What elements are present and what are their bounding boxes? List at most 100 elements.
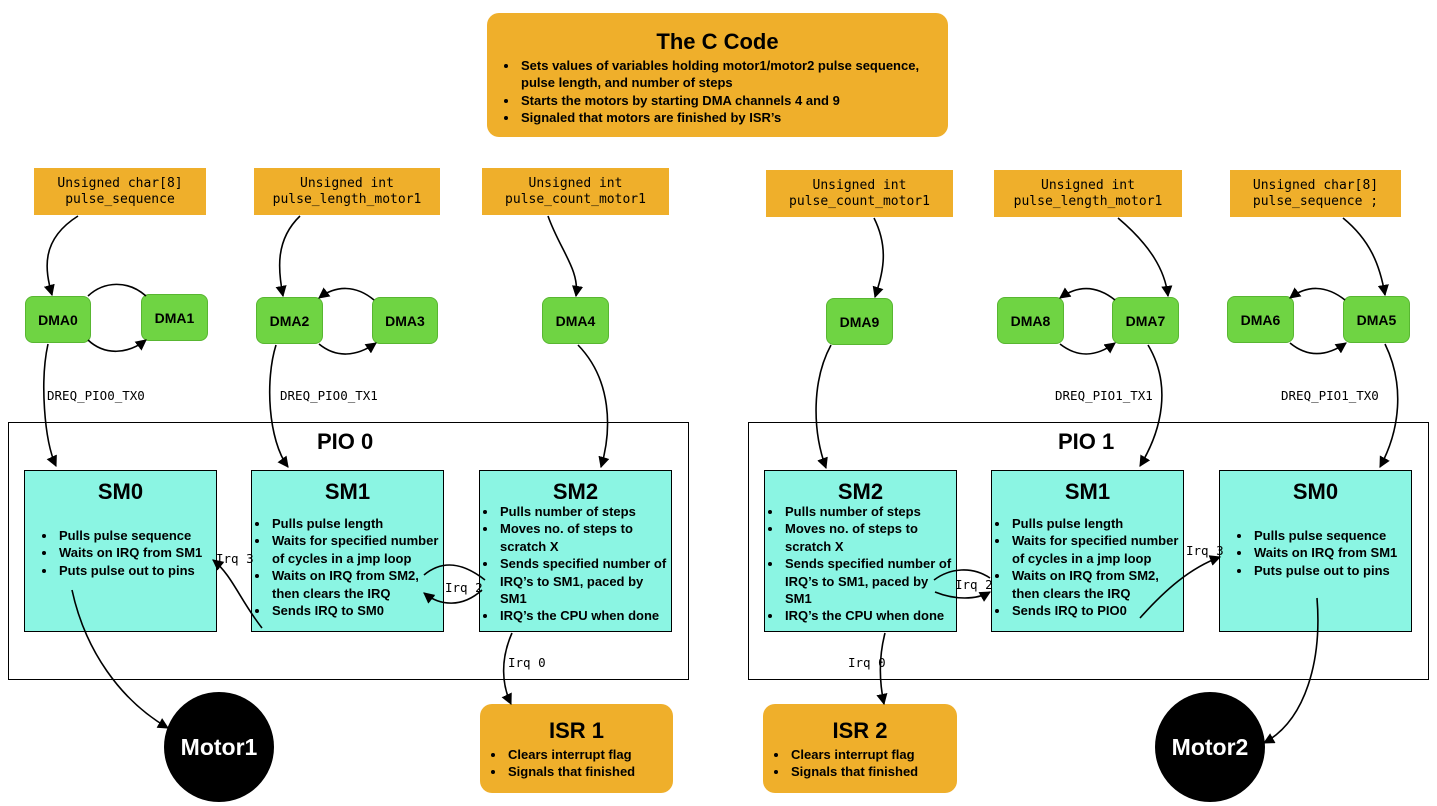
pio0-sm1-box: SM1 Pulls pulse length Waits for specifi… (251, 470, 444, 632)
irq-label: Irq 0 (848, 655, 886, 670)
dma0-box: DMA0 (25, 296, 91, 343)
isr-bullet: Clears interrupt flag (506, 746, 673, 763)
arrow-dma1-to-dma0 (87, 283, 147, 297)
sm-bullet: Moves no. of steps to scratch X (498, 520, 671, 555)
var-name: pulse_sequence (65, 191, 175, 207)
irq-label: Irq 3 (216, 551, 254, 566)
isr-title: ISR 2 (832, 718, 888, 743)
arrow-var-to-dma9 (872, 217, 885, 299)
isr-bullet: Signals that finished (506, 763, 673, 780)
arrow-var-to-dma2 (275, 215, 301, 298)
c-code-box: The C Code Sets values of variables hold… (487, 13, 948, 137)
arrow-var-to-dma7 (1117, 217, 1173, 298)
dma4-box: DMA4 (542, 297, 609, 344)
sm-bullet: Waits on IRQ from SM1 (1252, 544, 1411, 561)
dreq-label: DREQ_PIO1_TX0 (1281, 388, 1379, 403)
dma9-box: DMA9 (826, 298, 893, 345)
sm-bullet: Waits for specified number of cycles in … (1010, 532, 1183, 567)
var-type: Unsigned int (812, 177, 907, 193)
sm-bullets: Pulls pulse sequence Waits on IRQ from S… (1220, 527, 1411, 579)
c-code-bullet: Sets values of variables holding motor1/… (519, 57, 948, 92)
pio1-container: PIO 1 (748, 422, 1429, 680)
isr-bullet: Clears interrupt flag (789, 746, 957, 763)
sm-bullets: Pulls pulse length Waits for specified n… (992, 515, 1183, 619)
sm-bullets: Pulls pulse sequence Waits on IRQ from S… (25, 527, 216, 579)
var-type: Unsigned int (1041, 177, 1135, 193)
sm-bullet: Pulls number of steps (783, 503, 956, 520)
irq-label: Irq 3 (1186, 543, 1224, 558)
sm-bullet: Pulls number of steps (498, 503, 671, 520)
isr1-box: ISR 1 Clears interrupt flag Signals that… (480, 704, 673, 793)
arrow-dma2-to-dma3 (318, 342, 377, 355)
dma8-box: DMA8 (997, 297, 1064, 344)
sm-bullet: Pulls pulse sequence (57, 527, 216, 544)
arrow-dma0-to-dma1 (87, 339, 147, 352)
isr-bullets: Clears interrupt flag Signals that finis… (763, 746, 957, 781)
dma3-box: DMA3 (372, 297, 438, 344)
sm-title: SM1 (324, 479, 371, 504)
sm-bullet: Pulls pulse length (1010, 515, 1183, 532)
dma6-box: DMA6 (1227, 296, 1294, 343)
sm-bullet: Waits on IRQ from SM1 (57, 544, 216, 561)
var-type: Unsigned char[8] (1252, 177, 1379, 193)
sm-bullet: Moves no. of steps to scratch X (783, 520, 956, 555)
var-box-pulse-sequence-right: Unsigned char[8] pulse_sequence ; (1230, 170, 1401, 217)
sm-bullets: Pulls number of steps Moves no. of steps… (480, 503, 671, 625)
var-type: Unsigned int (528, 175, 623, 191)
isr-title: ISR 1 (548, 718, 605, 743)
var-type: Unsigned char[8] (57, 175, 183, 191)
motor2-circle: Motor2 (1155, 692, 1265, 802)
pio1-sm1-box: SM1 Pulls pulse length Waits for specifi… (991, 470, 1184, 632)
sm-bullet: Sends specified number of IRQ’s to SM1, … (783, 555, 956, 607)
pio1-sm2-box: SM2 Pulls number of steps Moves no. of s… (764, 470, 957, 632)
var-box-pulse-sequence-left: Unsigned char[8] pulse_sequence (34, 168, 206, 215)
var-name: pulse_count_motor1 (505, 191, 646, 207)
sm-bullet: Pulls pulse length (270, 515, 443, 532)
dma5-box: DMA5 (1343, 296, 1410, 343)
arrow-var-to-dma4 (547, 215, 584, 298)
c-code-bullets: Sets values of variables holding motor1/… (487, 57, 948, 127)
irq-label: Irq 2 (445, 580, 483, 595)
var-name: pulse_length_motor1 (272, 191, 422, 207)
pio1-sm0-box: SM0 Pulls pulse sequence Waits on IRQ fr… (1219, 470, 1412, 632)
sm-bullet: Waits for specified number of cycles in … (270, 532, 443, 567)
sm-bullet: Puts pulse out to pins (1252, 562, 1411, 579)
sm-bullet: Puts pulse out to pins (57, 562, 216, 579)
c-code-title: The C Code (656, 29, 779, 54)
c-code-bullet: Starts the motors by starting DMA channe… (519, 92, 948, 109)
arrow-dma6-to-dma5 (1289, 342, 1347, 355)
irq-label: Irq 0 (508, 655, 546, 670)
sm-title: SM0 (1292, 479, 1339, 504)
isr-bullet: Signals that finished (789, 763, 957, 780)
sm-bullet: Sends specified number of IRQ’s to SM1, … (498, 555, 671, 607)
sm-bullet: Sends IRQ to PIO0 (1010, 602, 1183, 619)
arrow-var-to-dma5 (1342, 217, 1389, 297)
dreq-label: DREQ_PIO0_TX1 (280, 388, 378, 403)
sm-bullet: Pulls pulse sequence (1252, 527, 1411, 544)
pio0-sm0-box: SM0 Pulls pulse sequence Waits on IRQ fr… (24, 470, 217, 632)
var-box-pulse-count-right: Unsigned int pulse_count_motor1 (766, 170, 953, 217)
arrow-dma7-to-dma8 (1059, 287, 1116, 301)
c-code-bullet: Signaled that motors are finished by ISR… (519, 109, 948, 126)
dma1-box: DMA1 (141, 294, 208, 341)
isr2-box: ISR 2 Clears interrupt flag Signals that… (763, 704, 957, 793)
pio0-title: PIO 0 (317, 429, 374, 454)
var-box-pulse-length-left: Unsigned int pulse_length_motor1 (254, 168, 440, 215)
var-name: pulse_length_motor1 (1013, 193, 1163, 209)
sm-bullets: Pulls number of steps Moves no. of steps… (765, 503, 956, 625)
irq-label: Irq 2 (955, 577, 993, 592)
arrow-dma3-to-dma2 (318, 287, 375, 301)
sm-bullet: IRQ’s the CPU when done (783, 607, 956, 624)
isr-bullets: Clears interrupt flag Signals that finis… (480, 746, 673, 781)
var-box-pulse-count-left: Unsigned int pulse_count_motor1 (482, 168, 669, 215)
dma2-box: DMA2 (256, 297, 323, 344)
sm-bullets: Pulls pulse length Waits for specified n… (252, 515, 443, 619)
arrow-dma5-to-dma6 (1289, 287, 1346, 301)
var-name: pulse_sequence ; (1252, 193, 1379, 209)
sm-title: SM0 (97, 479, 144, 504)
var-name: pulse_count_motor1 (789, 193, 930, 209)
arrow-dma8-to-dma7 (1059, 342, 1116, 355)
motor1-circle: Motor1 (164, 692, 274, 802)
pio0-sm2-box: SM2 Pulls number of steps Moves no. of s… (479, 470, 672, 632)
arrow-var-to-dma0 (43, 215, 79, 297)
